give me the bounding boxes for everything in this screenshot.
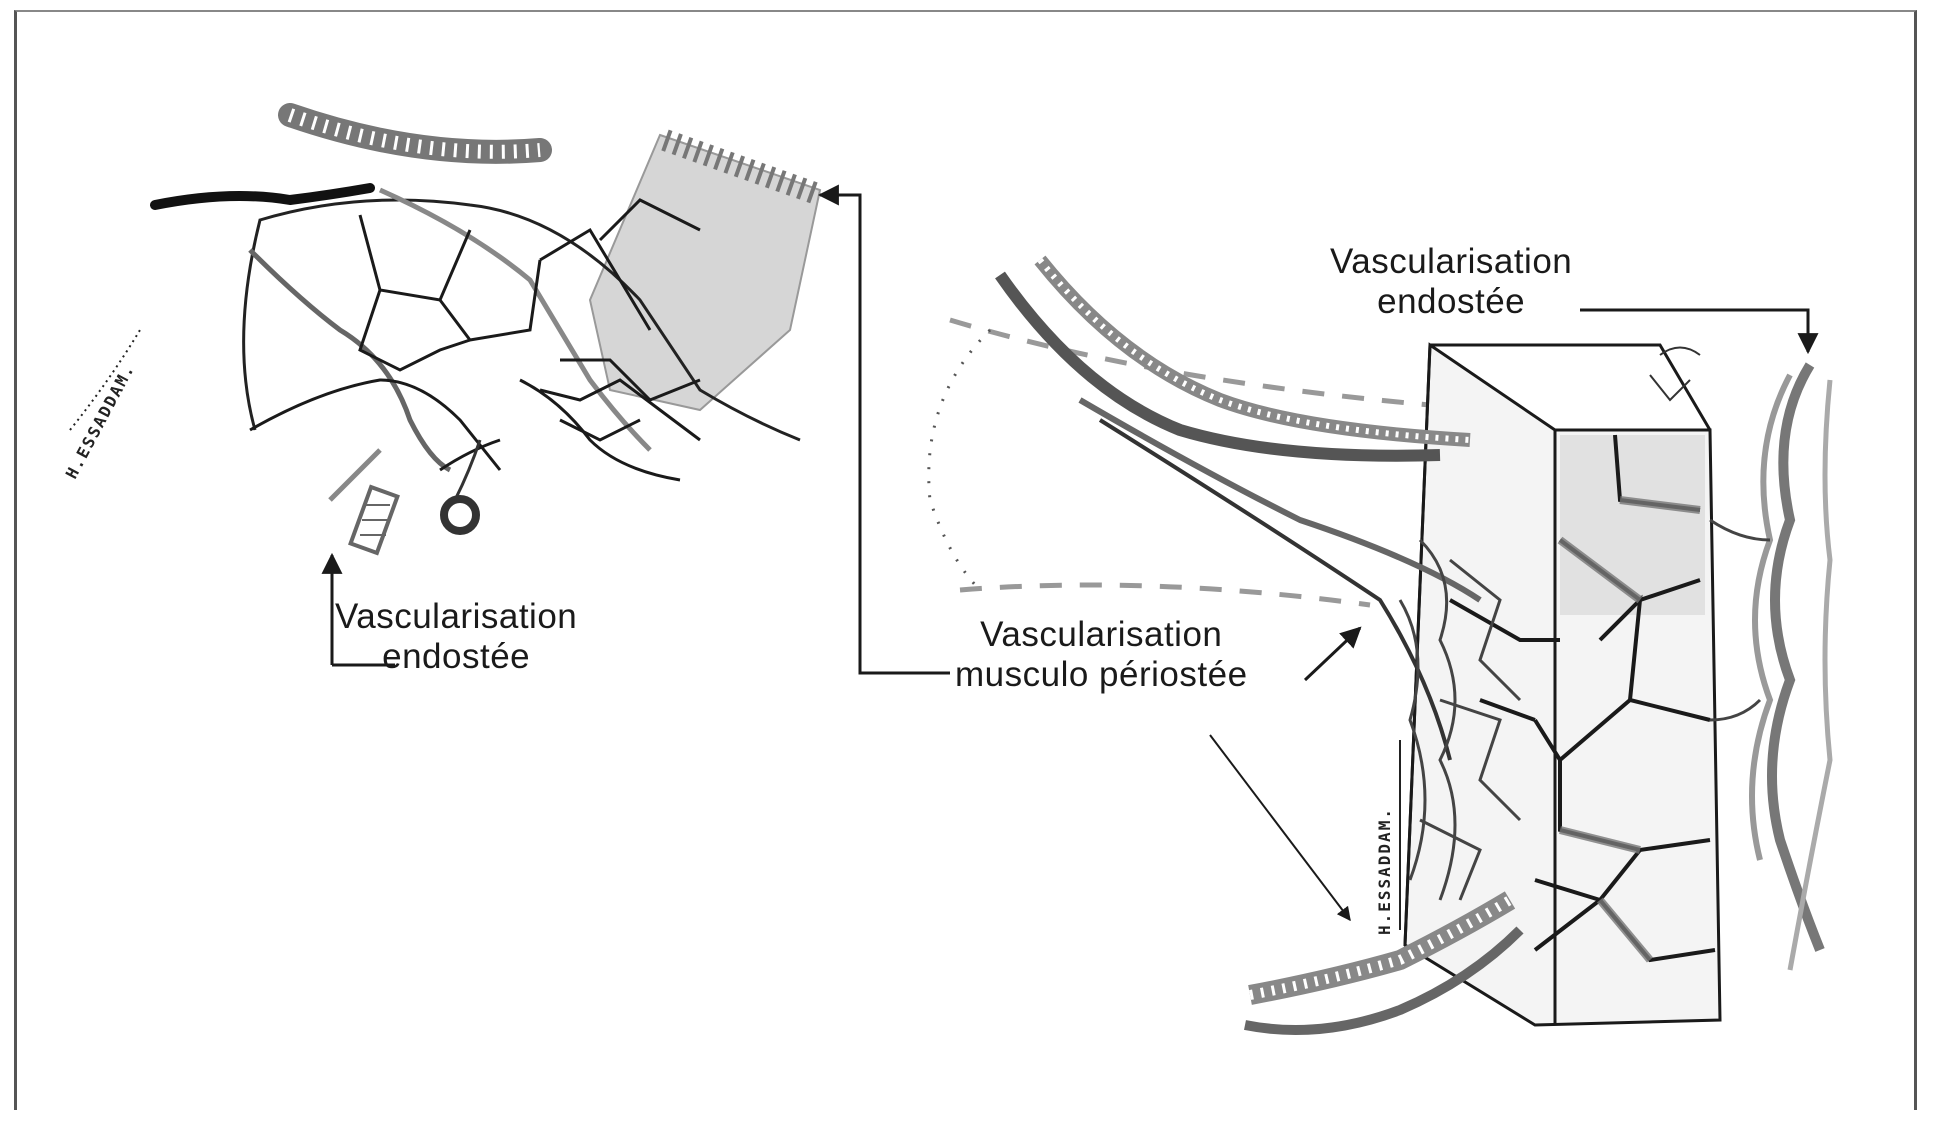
periosteal-vessels-right: [1710, 365, 1830, 970]
musculo-periosteal-label: Vascularisation musculo périostée: [955, 615, 1248, 695]
shaded-muscle-block: [590, 135, 820, 410]
right-endosteal-label: Vascularisation endostée: [1330, 242, 1572, 322]
signature-right: H.ESSADDAM.: [1375, 807, 1394, 935]
right-endosteal-label-line2: endostée: [1330, 282, 1572, 322]
musculo-periosteal-arrow: [820, 195, 950, 673]
left-endosteal-label-line2: endostée: [335, 637, 577, 677]
dotted-curve: [929, 330, 990, 590]
right-endosteal-label-line1: Vascularisation: [1330, 242, 1572, 282]
periosteal-pointer-arrow-up: [1305, 628, 1360, 680]
musculo-periosteal-label-line2: musculo périostée: [955, 655, 1248, 695]
signature-left: H.ESSADDAM.: [62, 360, 139, 482]
vessel-cross-section-ring: [444, 499, 476, 531]
left-endosteal-label: Vascularisation endostée: [335, 597, 577, 677]
left-bone-drawing: [155, 115, 820, 553]
left-endosteal-label-line1: Vascularisation: [335, 597, 577, 637]
periosteal-pointer-arrow-down: [1210, 735, 1350, 920]
musculo-periosteal-label-line1: Vascularisation: [955, 615, 1248, 655]
